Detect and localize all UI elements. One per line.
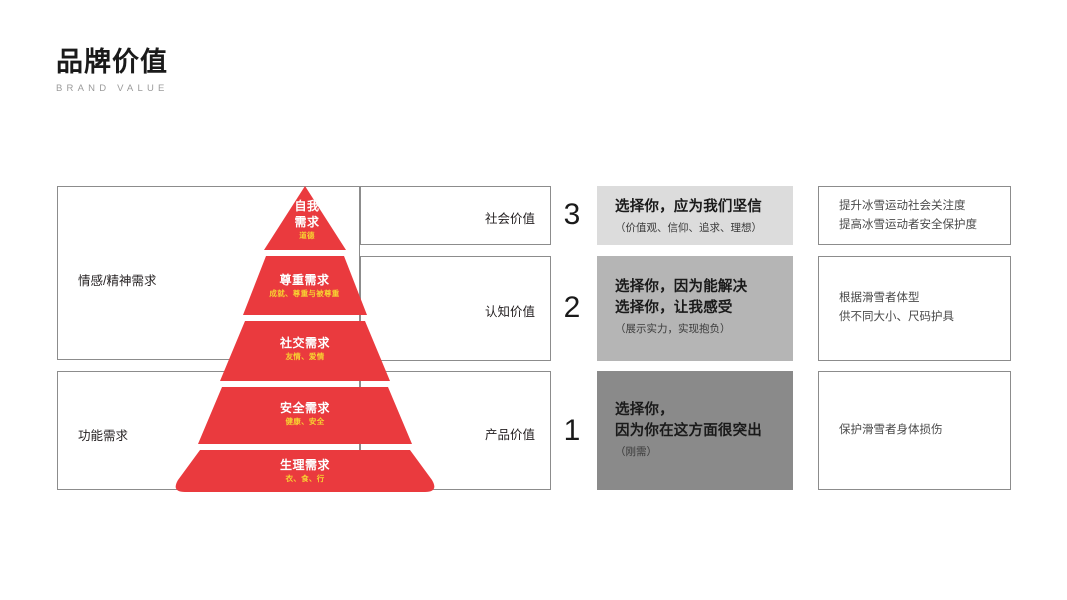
message-panel-cognitive: 选择你，因为能解决 选择你，让我感受 （展示实力，实现抱负） — [597, 256, 793, 361]
pyramid-tier-physiological — [175, 450, 435, 492]
value-level-label-product: 产品价值 — [484, 428, 535, 442]
pyramid-tier-esteem — [243, 256, 367, 315]
pyramid-tier-safety — [198, 387, 412, 444]
left-group-box-emotional — [57, 186, 360, 360]
maslow-pyramid: 自我 需求 道德 尊重需求 成就、尊重与被尊重 社交需求 友情、爱情 安全需求 … — [142, 180, 472, 498]
message-note: （价值观、信仰、追求、理想） — [615, 222, 762, 235]
pyramid-tier-self-actualization — [264, 186, 346, 250]
pyramid-tier-social — [220, 321, 390, 381]
outcome-line: 提升冰雪运动社会关注度 — [839, 200, 966, 212]
outcome-panel-social: 提升冰雪运动社会关注度 提高冰雪运动者安全保护度 — [818, 186, 1011, 245]
message-note: （展示实力，实现抱负） — [615, 323, 731, 336]
value-level-label-cognitive: 认知价值 — [484, 305, 535, 319]
outcome-panel-product: 保护滑雪者身体损伤 — [818, 371, 1011, 490]
left-group-label-emotional: 情感/精神需求 — [78, 274, 157, 288]
outcome-line: 保护滑雪者身体损伤 — [839, 424, 943, 436]
message-panel-social: 选择你，应为我们坚信 （价值观、信仰、追求、理想） — [597, 186, 793, 245]
message-line: 选择你，应为我们坚信 — [615, 199, 762, 215]
outcome-line: 根据滑雪者体型 — [839, 292, 920, 304]
message-line: 因为你在这方面很突出 — [615, 423, 762, 440]
message-line: 选择你，让我感受 — [615, 300, 733, 317]
outcome-line: 提高冰雪运动者安全保护度 — [839, 218, 977, 231]
page-subtitle: BRAND VALUE — [56, 82, 169, 94]
message-panel-product: 选择你， 因为你在这方面很突出 （刚需） — [597, 371, 793, 490]
left-group-label-functional: 功能需求 — [78, 429, 129, 443]
page-title: 品牌价值 — [56, 47, 168, 77]
message-note: （刚需） — [615, 446, 657, 459]
step-number-2: 2 — [563, 291, 581, 324]
message-line: 选择你，因为能解决 — [615, 279, 748, 295]
value-level-label-social: 社会价值 — [484, 212, 535, 226]
outcome-panel-cognitive: 根据滑雪者体型 供不同大小、尺码护具 — [818, 256, 1011, 361]
step-number-3: 3 — [563, 198, 581, 231]
page-header: 品牌价值 BRAND VALUE — [56, 47, 169, 94]
outcome-line: 供不同大小、尺码护具 — [839, 310, 954, 323]
pyramid-shapes — [175, 186, 435, 492]
value-level-box-social — [360, 186, 551, 245]
message-line: 选择你， — [615, 402, 674, 418]
step-number-1: 1 — [563, 414, 581, 447]
